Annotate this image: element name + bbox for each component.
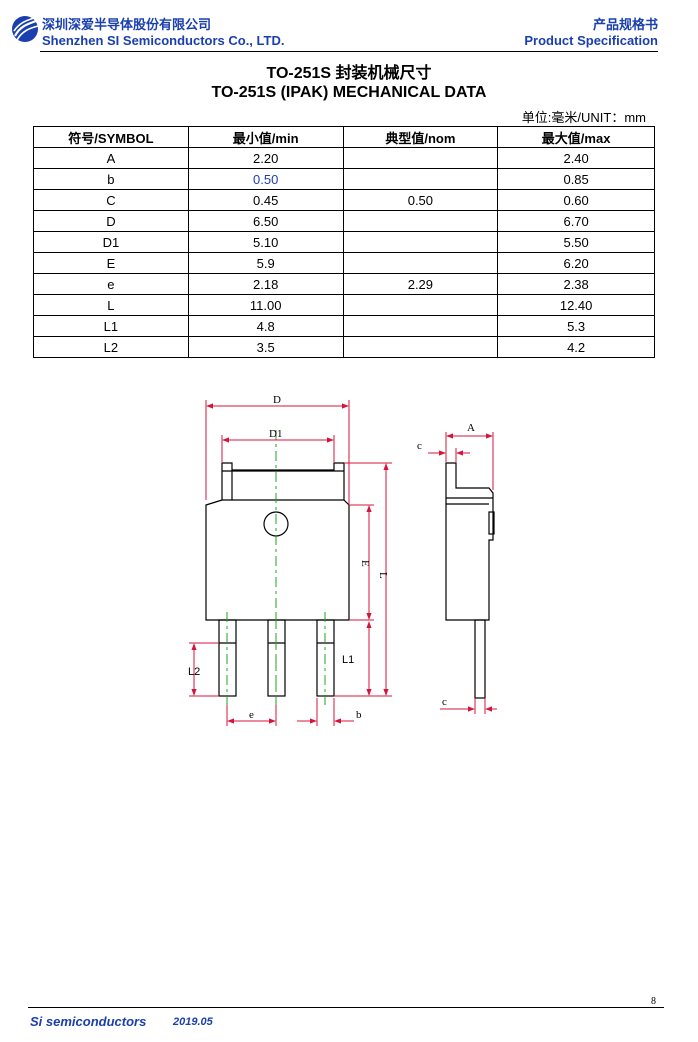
dim-label-L2: L2: [188, 666, 200, 678]
page-number: 8: [651, 996, 656, 1007]
table-row: L2 3.5 4.2: [33, 336, 655, 358]
company-name-cn: 深圳深爱半导体股份有限公司: [42, 17, 212, 32]
dim-label-D: D: [273, 394, 281, 406]
dim-label-e: e: [249, 709, 254, 721]
dim-label-L1: L1: [342, 654, 354, 666]
header-divider: [40, 51, 658, 52]
table-row: D 6.50 6.70: [33, 210, 655, 232]
cell-max: 4.2: [497, 336, 655, 358]
dim-label-E: E: [359, 560, 371, 567]
dim-label-L: L: [377, 572, 389, 579]
dim-label-b: b: [356, 709, 362, 721]
table-row: e 2.18 2.29 2.38: [33, 273, 655, 295]
title-en: TO-251S (IPAK) MECHANICAL DATA: [211, 84, 487, 101]
footer-divider: [28, 1007, 664, 1008]
header-max: 最大值/max: [497, 126, 655, 148]
dim-label-c-top: c: [417, 440, 422, 452]
cell-min: 0.50: [187, 168, 344, 190]
table-row: A 2.20 2.40: [33, 147, 655, 169]
footer-date: 2019.05: [173, 1016, 213, 1028]
cell-min: 5.10: [187, 231, 344, 253]
cell-min: 0.45: [187, 189, 344, 211]
doc-type-cn: 产品规格书: [592, 17, 658, 32]
title-cn: TO-251S 封装机械尺寸: [266, 65, 432, 82]
cell-nom: 0.50: [342, 189, 499, 211]
dim-label-D1: D1: [269, 428, 282, 440]
doc-type-en: Product Specification: [524, 33, 658, 48]
cell-max: 2.40: [497, 147, 655, 169]
table-row: b 0.50 0.85: [33, 168, 655, 190]
company-name-en: Shenzhen SI Semiconductors Co., LTD.: [42, 33, 285, 48]
side-view: [445, 462, 495, 699]
dim-label-A: A: [467, 422, 475, 434]
table-row: C 0.45 0.50 0.60: [33, 189, 655, 211]
cell-max: 0.60: [497, 189, 655, 211]
mechanical-data-table: 符号/SYMBOL 最小值/min 典型值/nom 最大值/max A 2.20…: [33, 126, 655, 358]
table-row: D1 5.10 5.50: [33, 231, 655, 253]
company-logo-icon: [10, 14, 40, 49]
footer-brand: Si semiconductors: [30, 1014, 147, 1029]
table-row: E 5.9 6.20: [33, 252, 655, 274]
unit-label: 单位:毫米/UNIT：mm: [521, 110, 646, 125]
dim-label-c-bottom: c: [442, 696, 447, 708]
cell-symbol: L2: [33, 336, 189, 358]
cell-symbol: L1: [33, 315, 189, 337]
